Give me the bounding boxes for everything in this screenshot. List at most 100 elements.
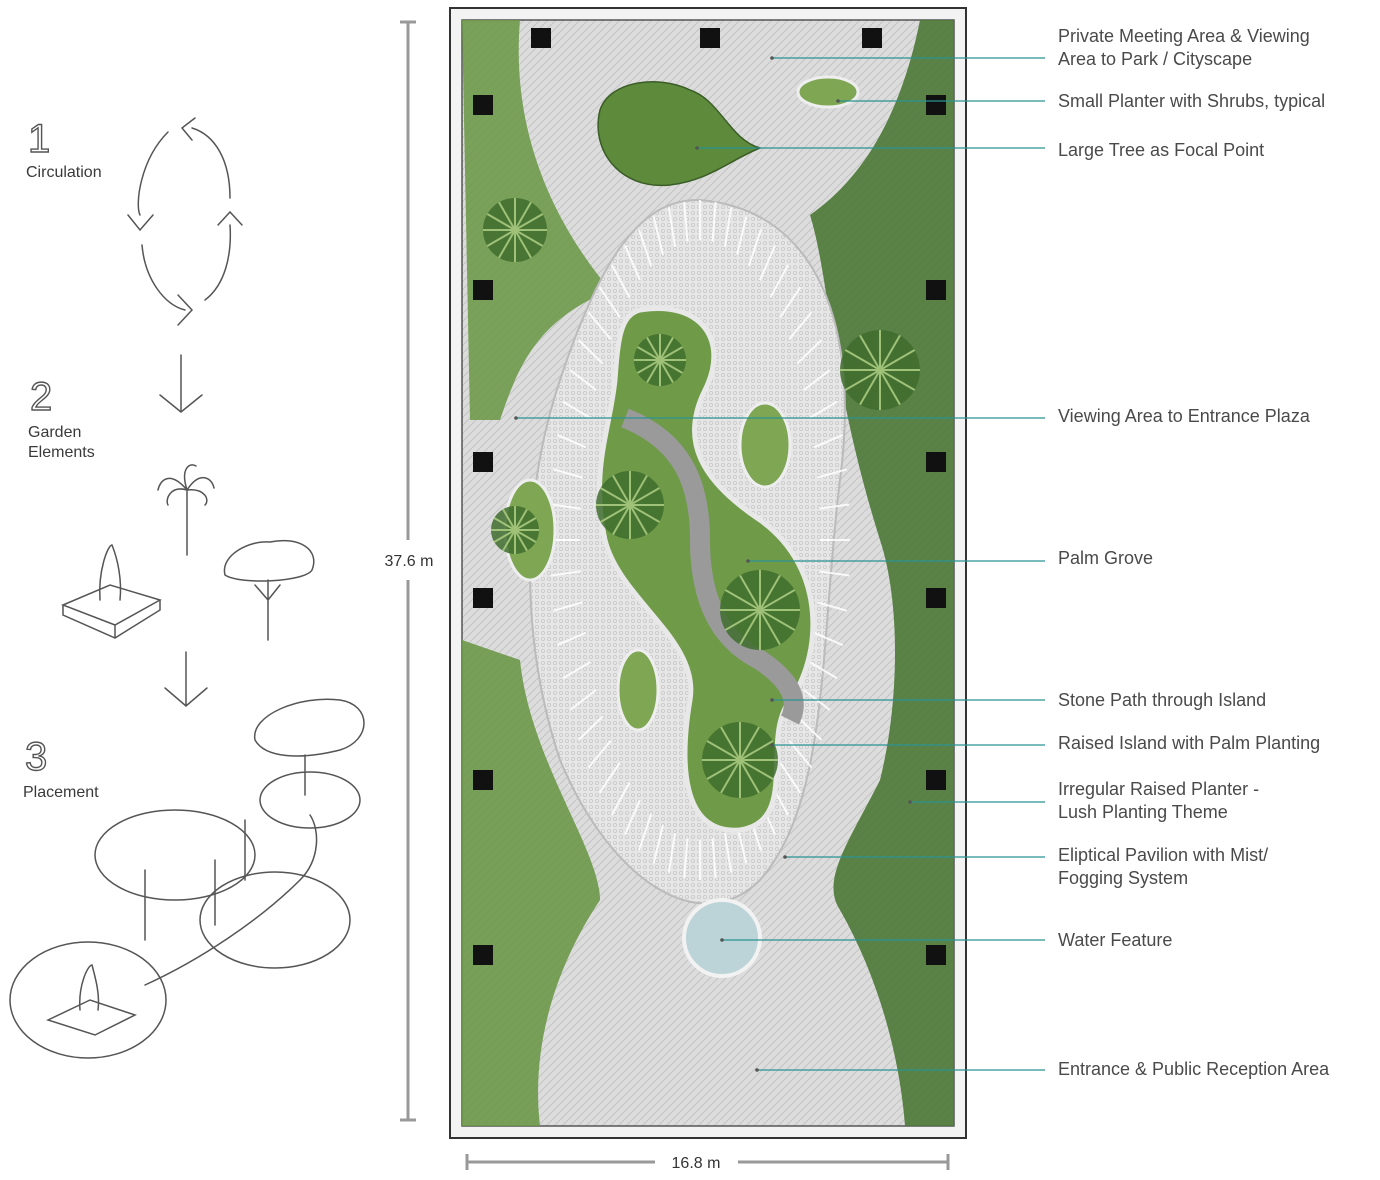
pavilion-rib (638, 813, 653, 851)
leader-dot (908, 800, 912, 804)
small-planter-mid (738, 401, 792, 489)
pavilion-rib (711, 838, 717, 879)
pavilion-rib (556, 434, 587, 449)
column (926, 95, 946, 115)
pavilion-rib (809, 400, 838, 419)
column (531, 28, 551, 48)
fountain-sketch (61, 544, 162, 639)
callout-text: Lush Planting Theme (1058, 802, 1228, 822)
pavilion-rib (779, 762, 802, 794)
callout-text: Area to Park / Cityscape (1058, 49, 1252, 69)
callout: Eliptical Pavilion with Mist/Fogging Sys… (783, 845, 1268, 888)
callout-text: Small Planter with Shrubs, typical (1058, 91, 1325, 111)
pavilion-rib (803, 369, 831, 391)
pavilion-rib (736, 216, 748, 255)
tree-sketch (223, 539, 315, 641)
pavilion-rib (796, 339, 823, 365)
leader-dot (755, 1068, 759, 1072)
pavilion-rib (683, 201, 689, 242)
pavilion-rib (683, 838, 689, 879)
leader-dot (720, 938, 724, 942)
small-planter-top (796, 75, 860, 109)
pavilion-ribs (550, 200, 850, 880)
pavilion-rib (813, 631, 844, 646)
palm-tree-sketch (157, 464, 215, 556)
callout: Stone Path through Island (770, 690, 1266, 710)
palm-tree-icon (596, 471, 664, 539)
arrow-down-sketch-1 (159, 354, 203, 413)
pavilion-rib (577, 715, 604, 741)
site-plan (449, 7, 967, 1139)
callout: Irregular Raised Planter -Lush Planting … (908, 779, 1259, 822)
pavilion-rib (779, 286, 802, 318)
step-number-1: 1 (28, 117, 50, 161)
pavilion-rib (598, 286, 621, 318)
callout-text: Viewing Area to Entrance Plaza (1058, 406, 1311, 426)
callout-text: Private Meeting Area & Viewing (1058, 26, 1310, 46)
height-dimension: 37.6 m (385, 20, 434, 1122)
water-feature (682, 898, 762, 978)
column (926, 280, 946, 300)
palm-tree-icon (483, 198, 547, 262)
height-label: 37.6 m (385, 553, 434, 570)
pavilion-rib (569, 369, 597, 391)
callout-text: Palm Grove (1058, 548, 1153, 568)
pavilion-rib (624, 245, 641, 281)
pavilion-rib (562, 661, 591, 680)
pavilion-rib (550, 503, 581, 510)
pavilion-rib (723, 833, 733, 873)
callout-text: Raised Island with Palm Planting (1058, 733, 1320, 753)
column (473, 770, 493, 790)
leader-dot (746, 559, 750, 563)
pavilion-rib (569, 689, 597, 711)
pavilion-rib (819, 503, 850, 510)
pavilion-rib (587, 311, 612, 340)
pavilion-rib (562, 400, 591, 419)
callout-text: Fogging System (1058, 868, 1188, 888)
width-dimension: 16.8 m (465, 1154, 950, 1172)
column (926, 770, 946, 790)
pavilion-rib (577, 339, 604, 365)
stone-path (621, 408, 804, 725)
column (700, 28, 720, 48)
pavilion-rib (796, 715, 823, 741)
callout: Entrance & Public Reception Area (755, 1059, 1330, 1079)
step-label-elements: Elements (28, 444, 95, 461)
pavilion-rib (652, 825, 664, 864)
callout-text: Water Feature (1058, 930, 1172, 950)
pavilion-rib (817, 601, 847, 612)
leader-dot (770, 56, 774, 60)
pavilion-rib (723, 207, 733, 247)
callout: Palm Grove (746, 548, 1153, 568)
pavilion-rib (667, 833, 677, 873)
pavilion-rib (809, 661, 838, 680)
structural-columns (473, 28, 946, 965)
callout: Water Feature (720, 930, 1172, 950)
leader-dot (783, 855, 787, 859)
callout: Viewing Area to Entrance Plaza (514, 406, 1311, 426)
column (473, 95, 493, 115)
right-planter (810, 20, 954, 1126)
circulation-loop-sketch (127, 117, 243, 326)
leader-dot (770, 743, 774, 747)
column (473, 588, 493, 608)
palm-tree-icon (840, 330, 920, 410)
callout-text: Stone Path through Island (1058, 690, 1266, 710)
pavilion-rib (610, 264, 631, 298)
step-label-garden: Garden (28, 424, 81, 441)
callout-text: Eliptical Pavilion with Mist/ (1058, 845, 1268, 865)
palm-tree-icon (702, 722, 778, 798)
pavilion-rib (759, 245, 776, 281)
left-lower-planter (462, 640, 600, 1126)
pavilion-rib (624, 799, 641, 835)
left-process-panel: 1 Circulation 2 Garden Elements 3 Placem… (9, 116, 365, 1059)
pavilion-rib (553, 468, 583, 479)
pavilion-rib (747, 229, 762, 267)
step-number-3: 3 (25, 735, 47, 779)
palm-tree-icon (491, 506, 539, 554)
leader-dot (514, 416, 518, 420)
column (926, 588, 946, 608)
callout-text: Entrance & Public Reception Area (1058, 1059, 1330, 1079)
pavilion-rib (638, 229, 653, 267)
